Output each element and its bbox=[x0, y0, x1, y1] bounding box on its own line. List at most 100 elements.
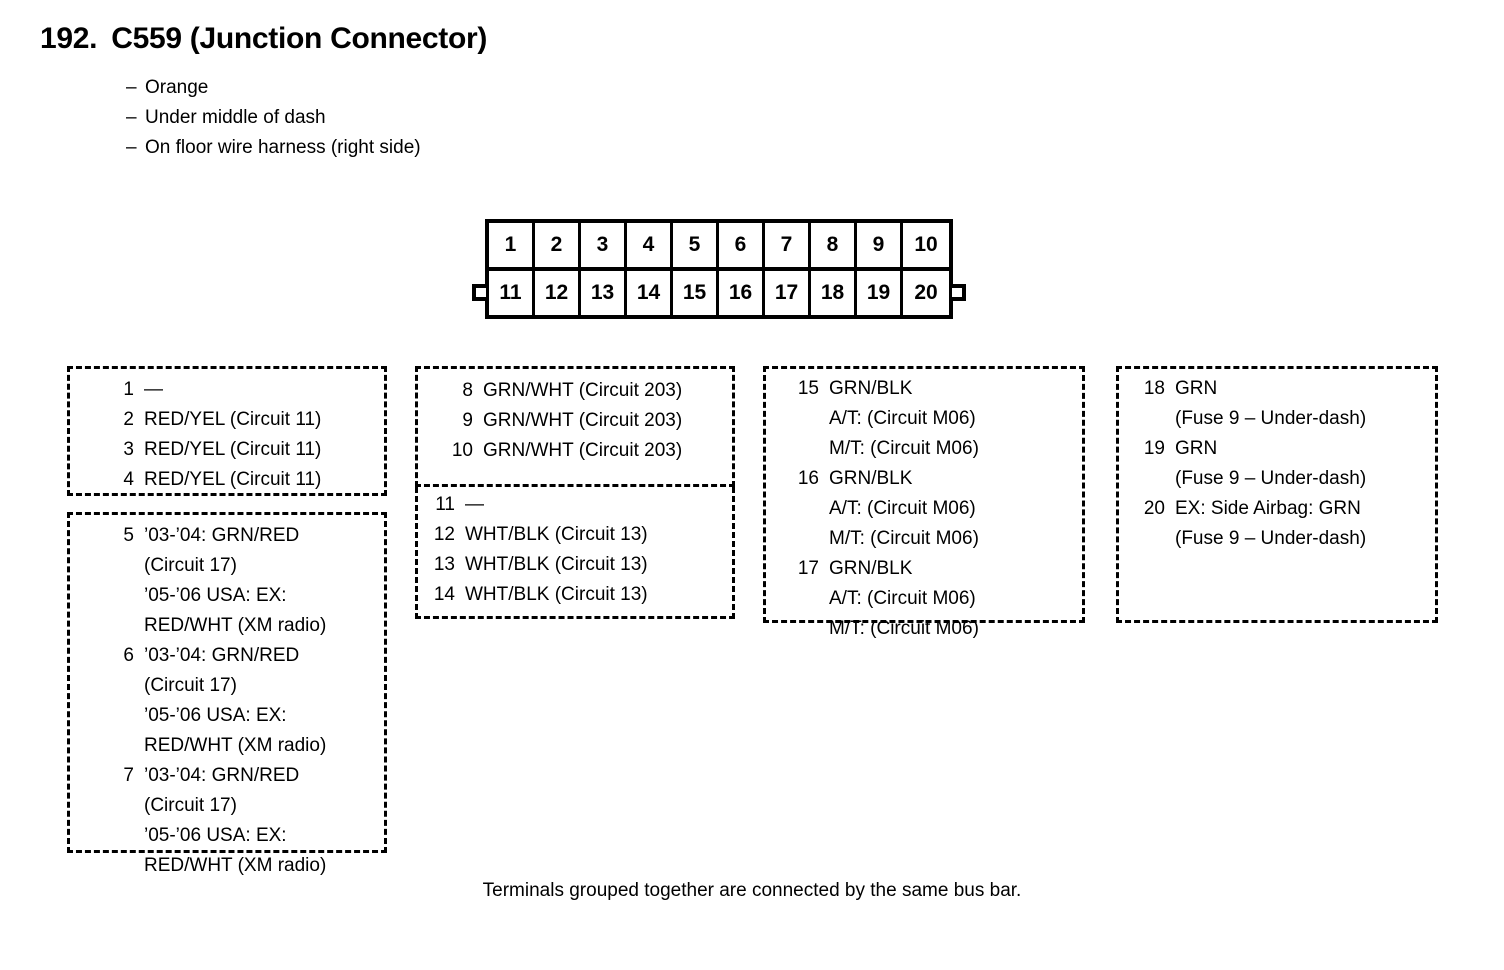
connector-pin-20[interactable]: 20 bbox=[903, 271, 949, 315]
connector-pin-19[interactable]: 19 bbox=[857, 271, 903, 315]
connector-pin-14[interactable]: 14 bbox=[627, 271, 673, 315]
pin-entry-head: 18 GRN bbox=[1139, 374, 1366, 404]
pin-group-box-1-4 bbox=[67, 366, 387, 496]
pin-number: 3 bbox=[123, 439, 134, 460]
pin-label: GRN bbox=[1175, 378, 1218, 399]
pin-label: GRN/WHT (Circuit 203) bbox=[483, 440, 683, 461]
pin-entry-head: 16 GRN/BLK bbox=[793, 464, 979, 494]
connector-pin-2[interactable]: 2 bbox=[535, 223, 581, 267]
connector-pin-8[interactable]: 8 bbox=[811, 223, 857, 267]
connector-pin-18[interactable]: 18 bbox=[811, 271, 857, 315]
connector-pin-9[interactable]: 9 bbox=[857, 223, 903, 267]
connector-pin-1[interactable]: 1 bbox=[489, 223, 535, 267]
pin-number: 7 bbox=[123, 765, 134, 786]
pin-number: 19 bbox=[1143, 438, 1165, 459]
connector-pin-5[interactable]: 5 bbox=[673, 223, 719, 267]
pin-label: EX: Side Airbag: GRN bbox=[1175, 498, 1361, 519]
pin-label: RED/YEL (Circuit 11) bbox=[144, 439, 322, 460]
pin-number: 17 bbox=[797, 558, 819, 579]
page-title-text: C559 (Junction Connector) bbox=[111, 22, 488, 55]
pin-label: WHT/BLK (Circuit 13) bbox=[465, 554, 648, 575]
pin-sub-label: A/T: (Circuit M06) bbox=[829, 588, 976, 609]
pin-number: 12 bbox=[433, 524, 455, 545]
connector-pin-17[interactable]: 17 bbox=[765, 271, 811, 315]
pin-label: RED/YEL (Circuit 11) bbox=[144, 409, 322, 430]
connector-pin-4[interactable]: 4 bbox=[627, 223, 673, 267]
pin-number: 6 bbox=[123, 645, 134, 666]
bullet-dash-icon: – bbox=[126, 77, 137, 98]
connector-pin-6[interactable]: 6 bbox=[719, 223, 765, 267]
pin-sub-label: M/T: (Circuit M06) bbox=[829, 438, 979, 459]
pin-number: 1 bbox=[123, 379, 134, 400]
pin-entry-head: 3 RED/YEL (Circuit 11) bbox=[108, 435, 321, 465]
pin-sub-label: ’05-’06 USA: EX: bbox=[144, 825, 287, 846]
pin-number: 20 bbox=[1143, 498, 1165, 519]
pin-label: GRN/WHT (Circuit 203) bbox=[483, 410, 683, 431]
connector-pin-10[interactable]: 10 bbox=[903, 223, 949, 267]
pin-label: WHT/BLK (Circuit 13) bbox=[465, 524, 648, 545]
pin-number: 10 bbox=[451, 440, 473, 461]
pin-number: 14 bbox=[433, 584, 455, 605]
pin-entry-10: 10 GRN/WHT (Circuit 203) bbox=[447, 436, 682, 466]
pin-number: 5 bbox=[123, 525, 134, 546]
pin-entry-11: 11— bbox=[429, 490, 648, 520]
pin-entry-head: 5 ’03-’04: GRN/RED bbox=[108, 521, 326, 551]
connector-pin-12[interactable]: 12 bbox=[535, 271, 581, 315]
pin-group-box-5-7 bbox=[67, 512, 387, 853]
pin-number: 11 bbox=[435, 494, 455, 515]
bullet-dash-icon: – bbox=[126, 107, 137, 128]
connector-pin-7[interactable]: 7 bbox=[765, 223, 811, 267]
connector-pin-11[interactable]: 11 bbox=[489, 271, 535, 315]
pin-label: ’03-’04: GRN/RED bbox=[144, 645, 300, 666]
pin-entry-head: 10 GRN/WHT (Circuit 203) bbox=[447, 436, 682, 466]
connector-pin-15[interactable]: 15 bbox=[673, 271, 719, 315]
bus-bar-note: Terminals grouped together are connected… bbox=[482, 880, 1022, 901]
connector-detail-label: On floor wire harness (right side) bbox=[145, 137, 421, 158]
pin-sub-label: ’05-’06 USA: EX: bbox=[144, 585, 287, 606]
pin-label: ’03-’04: GRN/RED bbox=[144, 525, 300, 546]
connector-details-list: –Orange–Under middle of dash–On floor wi… bbox=[126, 73, 421, 163]
pin-entry-head: 20 EX: Side Airbag: GRN bbox=[1139, 494, 1366, 524]
page-title-number: 192. bbox=[40, 22, 98, 55]
pin-label: GRN/BLK bbox=[829, 468, 913, 489]
pin-sub-label: (Fuse 9 – Under-dash) bbox=[1175, 408, 1367, 429]
pin-label: GRN/WHT (Circuit 203) bbox=[483, 380, 683, 401]
connector-pin-3[interactable]: 3 bbox=[581, 223, 627, 267]
connector-detail-2: –On floor wire harness (right side) bbox=[126, 133, 421, 163]
pin-number: 16 bbox=[797, 468, 819, 489]
connector-pin-16[interactable]: 16 bbox=[719, 271, 765, 315]
pin-entry-head: 6 ’03-’04: GRN/RED bbox=[108, 641, 326, 671]
pin-group-list-5-7: 5’03-’04: GRN/RED(Circuit 17)’05-’06 USA… bbox=[108, 521, 326, 881]
pin-label: — bbox=[144, 379, 163, 400]
pin-number: 18 bbox=[1143, 378, 1165, 399]
connector-detail-label: Under middle of dash bbox=[145, 107, 326, 128]
connector-tab-left-icon bbox=[472, 284, 486, 301]
pin-sub-label: ’05-’06 USA: EX: bbox=[144, 705, 287, 726]
page-title: 192. C559 (Junction Connector) bbox=[40, 22, 487, 56]
connector-pin-13[interactable]: 13 bbox=[581, 271, 627, 315]
pin-sub-label: RED/WHT (XM radio) bbox=[144, 615, 327, 636]
pin-sub-label: M/T: (Circuit M06) bbox=[829, 528, 979, 549]
pin-label: ’03-’04: GRN/RED bbox=[144, 765, 300, 786]
pin-entry-12: 12 WHT/BLK (Circuit 13) bbox=[429, 520, 648, 550]
